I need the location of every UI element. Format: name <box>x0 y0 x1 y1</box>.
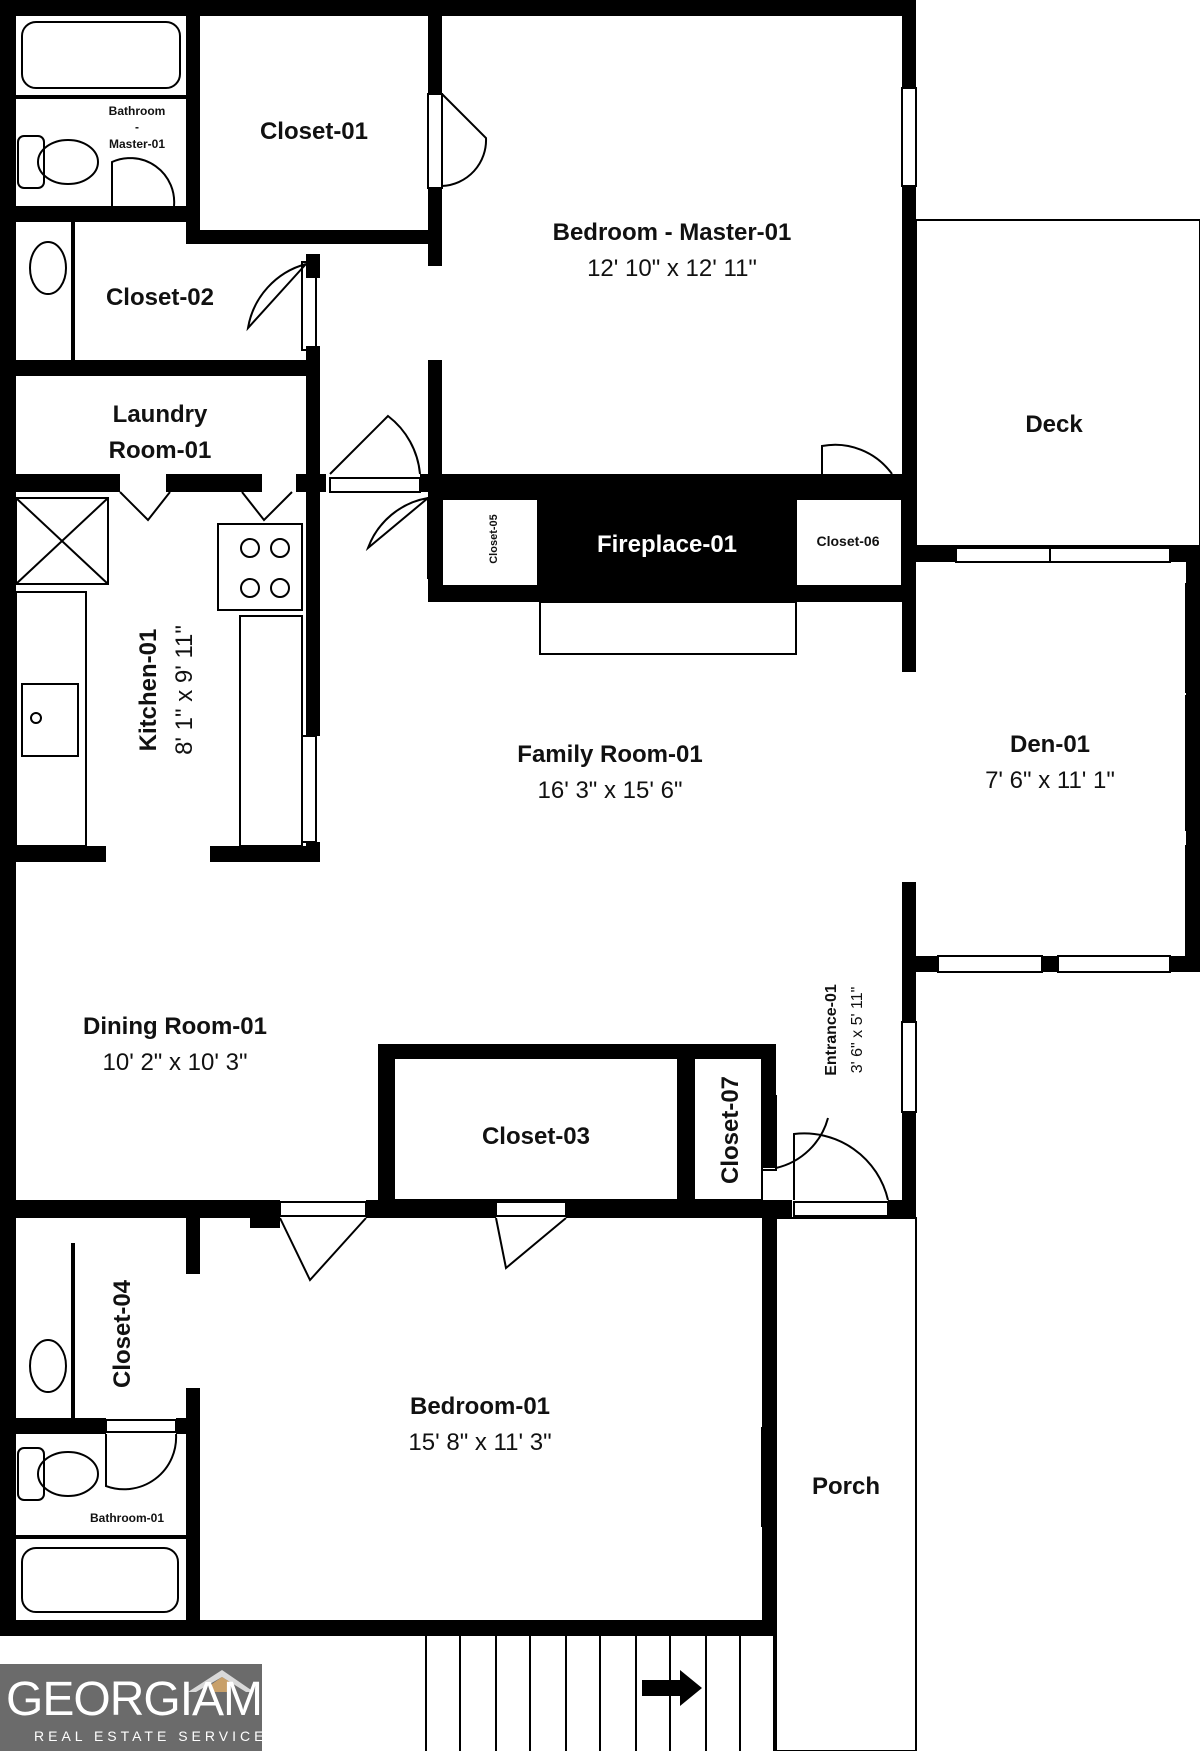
entrance-name: Entrance-01 <box>823 984 840 1076</box>
georgia-mls-logo: GEORGIAMLS REAL ESTATE SERVICES <box>0 1664 320 1751</box>
deck-label: Deck <box>1025 411 1083 438</box>
bathroom-master-label-3: Master-01 <box>109 137 165 151</box>
house-roof-icon <box>188 1670 254 1692</box>
closet-03-label: Closet-03 <box>482 1123 590 1150</box>
family-room-name: Family Room-01 <box>517 741 702 768</box>
closet-05-label: Closet-05 <box>488 514 500 564</box>
fireplace-label: Fireplace-01 <box>597 531 737 558</box>
fireplace-block <box>538 492 796 588</box>
kitchen-dims: 8' 1" x 9' 11" <box>171 625 198 755</box>
porch-label: Porch <box>812 1473 880 1500</box>
bathroom-master-label-2: - <box>135 120 139 134</box>
laundry-label-2: Room-01 <box>109 437 212 464</box>
closet-06-label: Closet-06 <box>816 533 879 549</box>
room-labels: Bathroom - Master-01 Closet-01 Bedroom -… <box>83 104 1115 1525</box>
den-dims: 7' 6" x 11' 1" <box>985 767 1115 794</box>
stairs <box>425 1636 775 1751</box>
kitchen-name: Kitchen-01 <box>135 629 162 752</box>
fixtures <box>15 21 1200 1751</box>
bedroom-01-dims: 15' 8" x 11' 3" <box>408 1429 551 1456</box>
bedroom-01-name: Bedroom-01 <box>410 1393 550 1420</box>
dining-room-name: Dining Room-01 <box>83 1013 267 1040</box>
family-room-dims: 16' 3" x 15' 6" <box>538 777 683 804</box>
arrow-right-icon <box>642 1670 702 1706</box>
bedroom-master-name: Bedroom - Master-01 <box>553 219 792 246</box>
laundry-label-1: Laundry <box>113 401 208 428</box>
bathroom-master-label-1: Bathroom <box>109 104 166 118</box>
closet-07-label: Closet-07 <box>717 1076 744 1184</box>
entrance-dims: 3' 6" x 5' 11" <box>849 987 866 1074</box>
bathroom-01-label: Bathroom-01 <box>90 1511 164 1525</box>
closet-04-label: Closet-04 <box>109 1279 136 1388</box>
logo-sub-text: REAL ESTATE SERVICES <box>34 1728 281 1744</box>
closet-02-label: Closet-02 <box>106 284 214 311</box>
closet-01-label: Closet-01 <box>260 118 368 145</box>
bedroom-master-dims: 12' 10" x 12' 11" <box>587 255 757 282</box>
logo-main-text: GEORGIAMLS <box>6 1673 320 1726</box>
den-name: Den-01 <box>1010 731 1090 758</box>
dining-room-dims: 10' 2" x 10' 3" <box>103 1049 248 1076</box>
